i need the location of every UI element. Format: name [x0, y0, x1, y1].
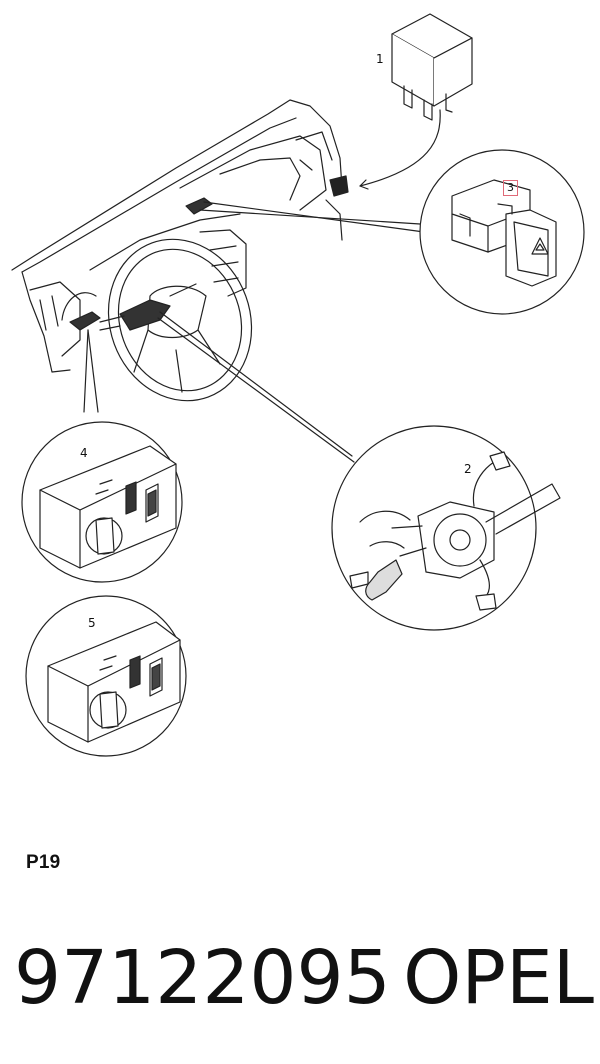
- light-switch-detail-5: [25, 595, 187, 757]
- dashboard-outline: [11, 99, 349, 373]
- callout-3: 3: [503, 180, 518, 196]
- parts-diagram: [11, 13, 585, 757]
- part-number: 97122095: [14, 935, 391, 1021]
- callout-2: 2: [464, 462, 472, 476]
- page-code: P19: [26, 852, 61, 873]
- brand-name: OPEL: [403, 935, 594, 1021]
- column-switch-detail: [331, 425, 561, 631]
- relay-part: [359, 13, 473, 190]
- callout-1: 1: [376, 52, 384, 66]
- light-switch-detail-4: [21, 421, 183, 583]
- callout-5: 5: [88, 616, 96, 630]
- steering-wheel: [107, 238, 253, 402]
- callout-4: 4: [80, 446, 88, 460]
- part-footer: 97122095 OPEL: [14, 930, 594, 1026]
- light-switch-location: [69, 311, 101, 331]
- hazard-switch-location: [185, 197, 213, 215]
- column-switch-location: [99, 283, 197, 331]
- hazard-switch-detail: [419, 149, 585, 315]
- leader-lines: [83, 201, 425, 463]
